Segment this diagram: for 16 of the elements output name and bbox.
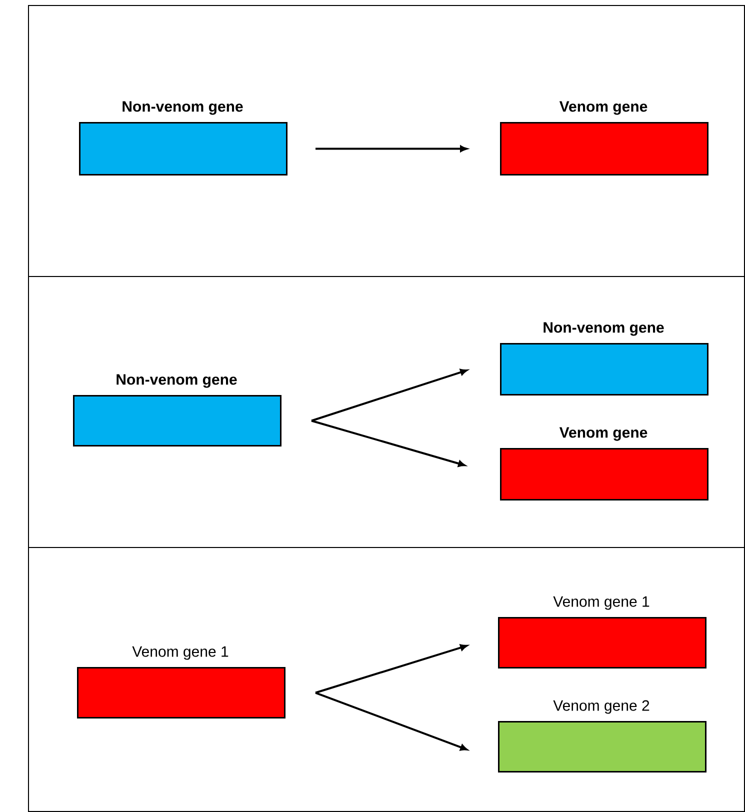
arrow: [315, 692, 468, 751]
gene-label: Non-venom gene: [116, 374, 237, 388]
gene-label: Venom gene: [559, 427, 648, 441]
gene-label: Venom gene: [559, 101, 648, 115]
gene-label: Venom gene 1: [132, 646, 228, 660]
arrow: [316, 146, 468, 152]
arrow: [315, 644, 468, 694]
gene-label: Venom gene 1: [553, 596, 650, 610]
panel-frame: [28, 547, 745, 812]
panel-frame: [28, 276, 745, 548]
gene-label: Venom gene 2: [553, 700, 650, 714]
arrow: [311, 368, 468, 422]
gene-label: Non-venom gene: [544, 322, 664, 336]
arrow: [311, 420, 466, 467]
panel-frame: [28, 5, 745, 277]
gene-label: Non-venom gene: [122, 101, 243, 115]
